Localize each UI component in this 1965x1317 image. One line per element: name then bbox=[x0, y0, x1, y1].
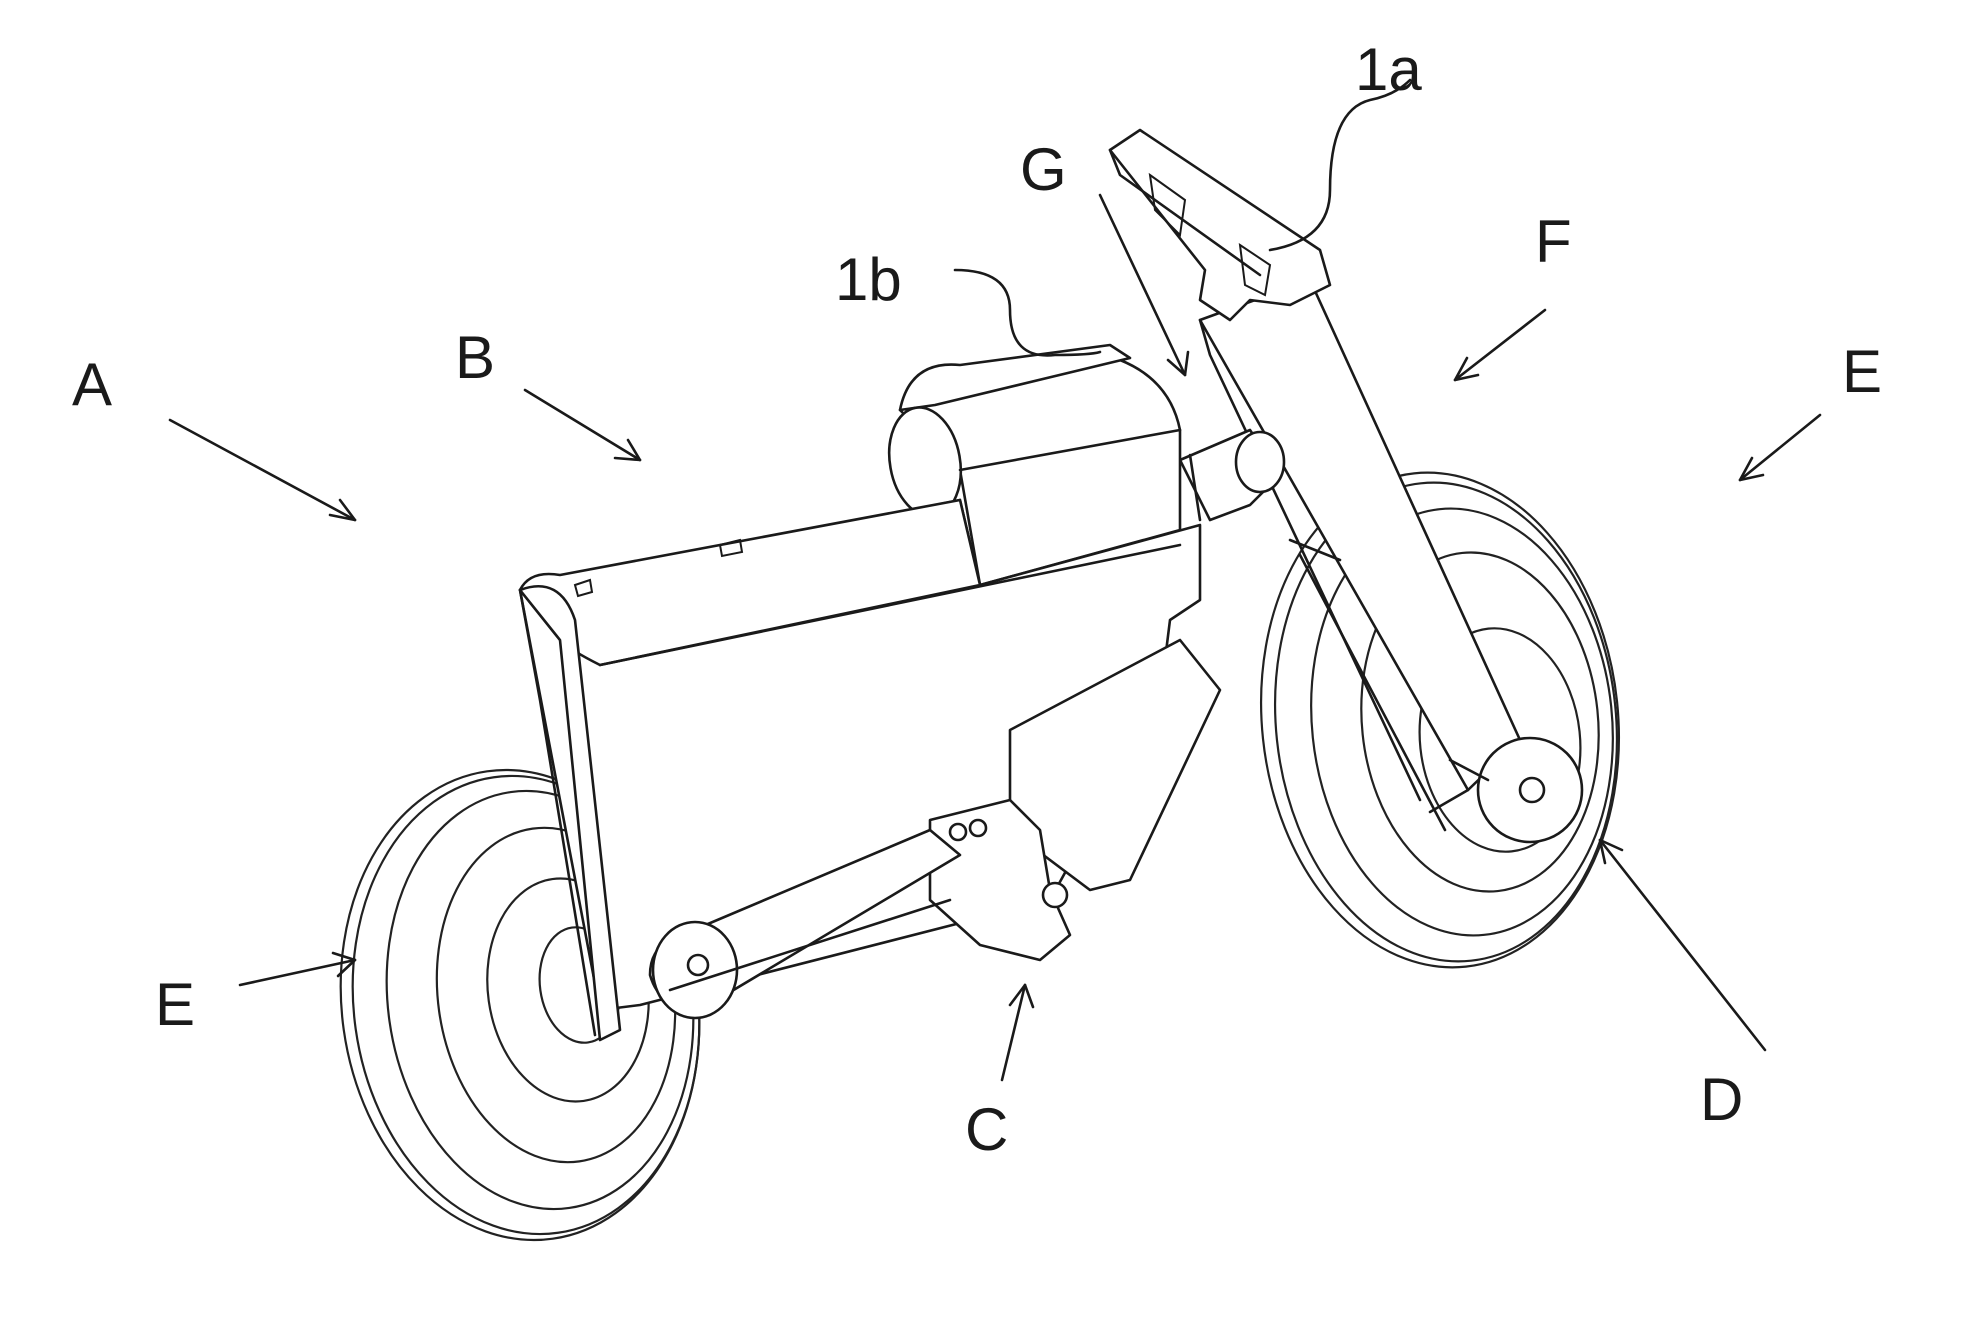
label-G: G bbox=[1020, 136, 1067, 203]
label-E-right: E bbox=[1842, 338, 1882, 405]
steering-column bbox=[1200, 280, 1582, 842]
label-1b: 1b bbox=[835, 246, 902, 313]
label-B: B bbox=[455, 324, 495, 391]
label-C: C bbox=[965, 1096, 1008, 1163]
label-1a: 1a bbox=[1355, 36, 1422, 103]
handle-1a bbox=[1110, 130, 1330, 320]
label-A: A bbox=[72, 351, 112, 418]
label-E-left: E bbox=[155, 971, 195, 1038]
head-joint bbox=[1180, 430, 1284, 520]
label-F: F bbox=[1535, 208, 1572, 275]
label-D: D bbox=[1700, 1066, 1743, 1133]
